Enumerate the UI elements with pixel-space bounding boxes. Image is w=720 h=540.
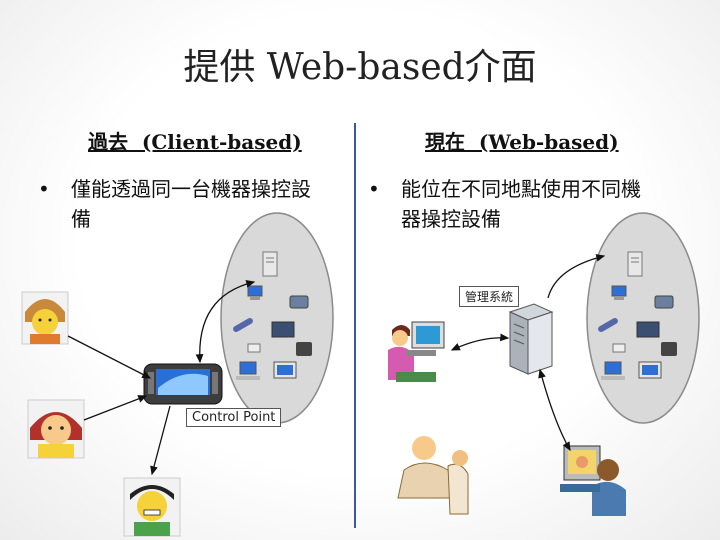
- management-system-label: 管理系統: [459, 286, 520, 307]
- page-title: 提供 Web-based介面: [183, 47, 537, 88]
- computer-icon: [601, 361, 625, 380]
- person-icon: [397, 436, 469, 515]
- handset-icon: [296, 342, 312, 356]
- left-bullet: • 僅能透過同一台機器操控設備: [38, 174, 323, 234]
- server-icon: [262, 251, 278, 277]
- server-icon: [508, 303, 554, 375]
- person-icon: [123, 477, 181, 537]
- handset-icon: [661, 342, 677, 356]
- person-icon: [388, 321, 445, 382]
- tv-icon: [271, 321, 295, 338]
- bullet-marker: •: [368, 177, 380, 201]
- remote-icon: [598, 318, 618, 332]
- device-icons-right: [598, 251, 677, 380]
- left-column-heading: 過去 (Client-based): [88, 130, 302, 154]
- left-bullet-text: 僅能透過同一台機器操控設備: [71, 177, 311, 231]
- device-group-right: [586, 212, 700, 424]
- monitor-icon: [273, 361, 297, 379]
- phone-icon: [289, 295, 309, 309]
- person-icon: [27, 399, 85, 459]
- right-bullet: • 能位在不同地點使用不同機器操控設備: [368, 174, 658, 234]
- right-bullet-text: 能位在不同地點使用不同機器操控設備: [401, 177, 641, 231]
- pda-icon: [143, 363, 223, 405]
- monitor-icon: [638, 361, 662, 379]
- connection-arrows-left: [67, 280, 256, 476]
- person-icon: [560, 445, 626, 516]
- device-group-left: [220, 212, 334, 424]
- server-icon: [627, 251, 643, 277]
- tv-icon: [636, 321, 660, 338]
- control-point-label: Control Point: [186, 408, 282, 427]
- cup-icon: [247, 343, 261, 353]
- cup-icon: [612, 343, 626, 353]
- person-icon: [21, 291, 69, 345]
- computer-icon: [611, 285, 627, 300]
- computer-icon: [247, 285, 263, 300]
- connection-arrows-right: [450, 254, 606, 452]
- phone-icon: [654, 295, 674, 309]
- computer-icon: [236, 361, 260, 380]
- bullet-marker: •: [38, 177, 50, 201]
- right-column-heading: 現在 (Web-based): [425, 130, 619, 154]
